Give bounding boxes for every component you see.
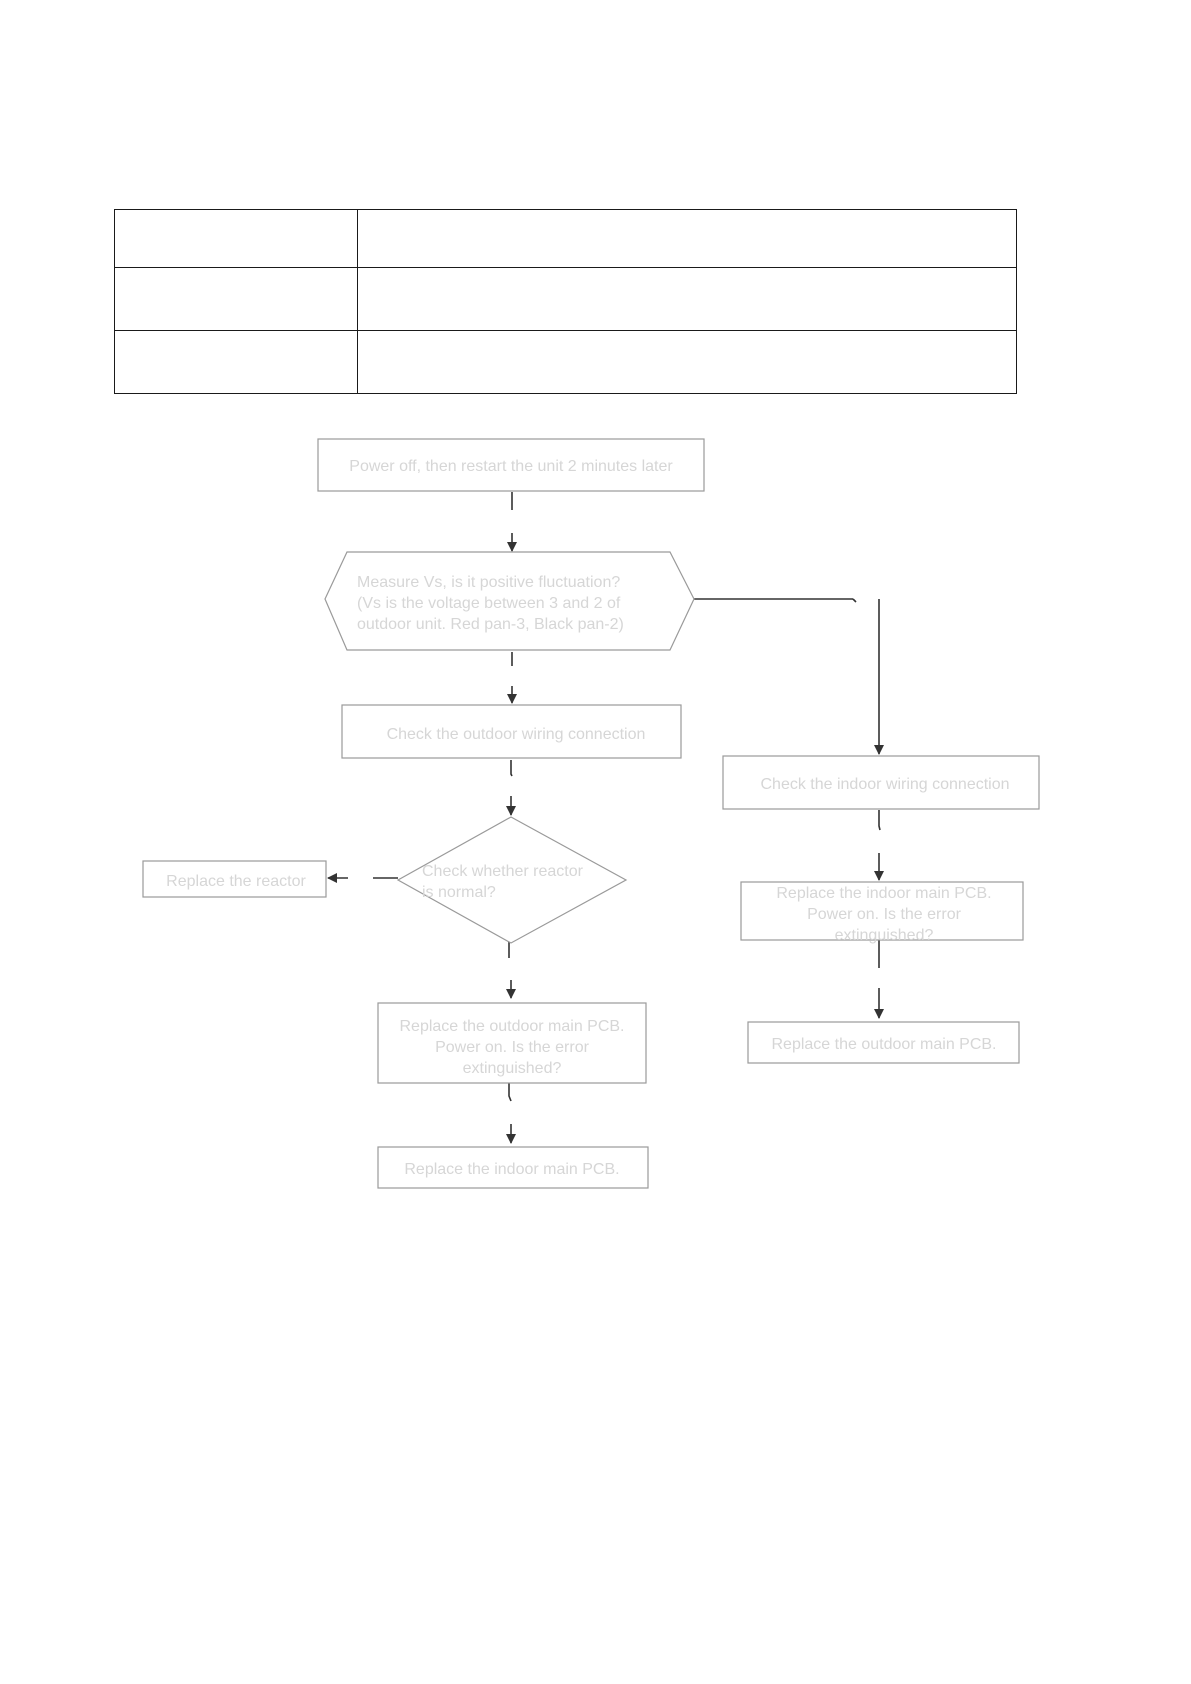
node-label-line: Check whether reactor (422, 863, 584, 880)
node-replace-outdoor-pcb: Replace the outdoor main PCB. (747, 1021, 1020, 1064)
table-cell-label (114, 209, 358, 268)
table-cell-label (114, 267, 358, 331)
node-label-line: Replace the indoor main PCB. (776, 885, 991, 902)
table-cell-value (357, 330, 1017, 394)
node-replace-reactor: Replace the reactor (142, 860, 327, 898)
node-check-indoor-wiring: Check the indoor wiring connection (722, 755, 1040, 810)
process-box (142, 860, 327, 898)
node-power-off: Power off, then restart the unit 2 minut… (317, 438, 705, 492)
connector-line (508, 1082, 512, 1102)
process-box (377, 1146, 649, 1189)
node-label: Check the outdoor wiring connection (387, 726, 646, 743)
node-label-line: Replace the outdoor main PCB. (399, 1018, 624, 1035)
node-label-line: (Vs is the voltage between 3 and 2 of (357, 595, 621, 612)
decision-diamond (396, 816, 628, 944)
node-label-line: Measure Vs, is it positive fluctuation? (357, 574, 620, 591)
process-box (740, 881, 1024, 941)
node-label: Replace the outdoor main PCB. (771, 1036, 996, 1053)
process-box (341, 704, 682, 759)
table-row (114, 330, 1017, 394)
process-box (747, 1021, 1020, 1064)
connector-line (510, 760, 513, 777)
node-label-line: Power on. Is the error (807, 906, 962, 923)
node-label: Power off, then restart the unit 2 minut… (349, 458, 673, 475)
decision-hexagon (324, 551, 695, 651)
info-table (114, 209, 1017, 394)
node-check-outdoor-wiring: Check the outdoor wiring connection (341, 704, 682, 759)
node-label-line: extinguished? (463, 1060, 562, 1077)
node-label-line: is normal? (422, 884, 496, 901)
node-replace-indoor-pcb-question: Replace the indoor main PCB. Power on. I… (740, 881, 1024, 944)
table-cell-label (114, 330, 358, 394)
node-label-line: Power on. Is the error (435, 1039, 590, 1056)
node-measure-vs: Measure Vs, is it positive fluctuation? … (324, 551, 695, 651)
node-replace-outdoor-pcb-question: Replace the outdoor main PCB. Power on. … (377, 1002, 647, 1084)
process-box (722, 755, 1040, 810)
connector-line (852, 598, 857, 603)
node-label-line: extinguished? (835, 927, 934, 944)
process-box (377, 1002, 647, 1084)
connector-line (878, 810, 881, 831)
node-label: Replace the indoor main PCB. (404, 1161, 619, 1178)
node-check-reactor: Check whether reactor is normal? (396, 816, 628, 944)
connectors (327, 492, 884, 1144)
node-label-line: outdoor unit. Red pan-3, Black pan-2) (357, 616, 624, 633)
process-box (317, 438, 705, 492)
node-replace-indoor-pcb: Replace the indoor main PCB. (377, 1146, 649, 1189)
node-label: Replace the reactor (166, 873, 306, 890)
node-label: Check the indoor wiring connection (760, 776, 1009, 793)
